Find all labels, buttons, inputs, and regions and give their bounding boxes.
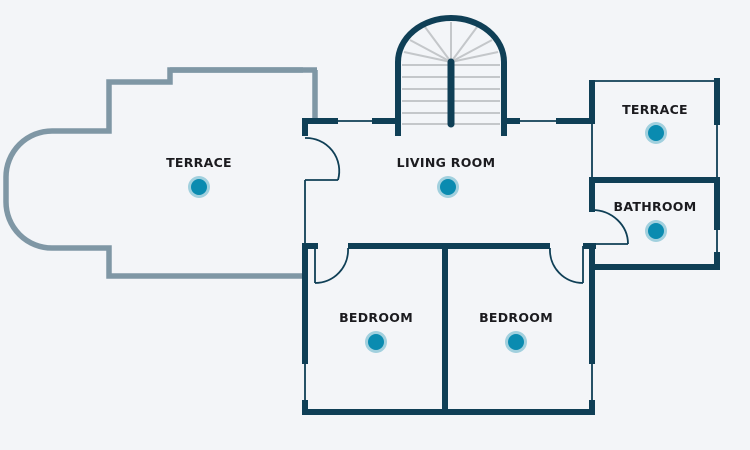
- hotspot-marker-bedroom-right[interactable]: [508, 334, 524, 350]
- hotspot-marker-bathroom[interactable]: [648, 223, 664, 239]
- main-walls: [302, 78, 720, 415]
- terrace-left-walls: [3, 67, 318, 279]
- staircase: [395, 15, 507, 136]
- hotspot-marker-terrace-right[interactable]: [648, 125, 664, 141]
- hotspot-marker-living-room[interactable]: [440, 179, 456, 195]
- room-label-bedroom-left: BEDROOM: [339, 310, 413, 325]
- room-label-terrace-right: TERRACE: [622, 102, 688, 117]
- hotspot-marker-terrace-left[interactable]: [191, 179, 207, 195]
- room-label-bathroom: BATHROOM: [613, 199, 697, 214]
- room-label-living-room: LIVING ROOM: [396, 155, 496, 170]
- hotspot-marker-bedroom-left[interactable]: [368, 334, 384, 350]
- room-label-bedroom-right: BEDROOM: [479, 310, 553, 325]
- room-label-terrace-left: TERRACE: [166, 155, 232, 170]
